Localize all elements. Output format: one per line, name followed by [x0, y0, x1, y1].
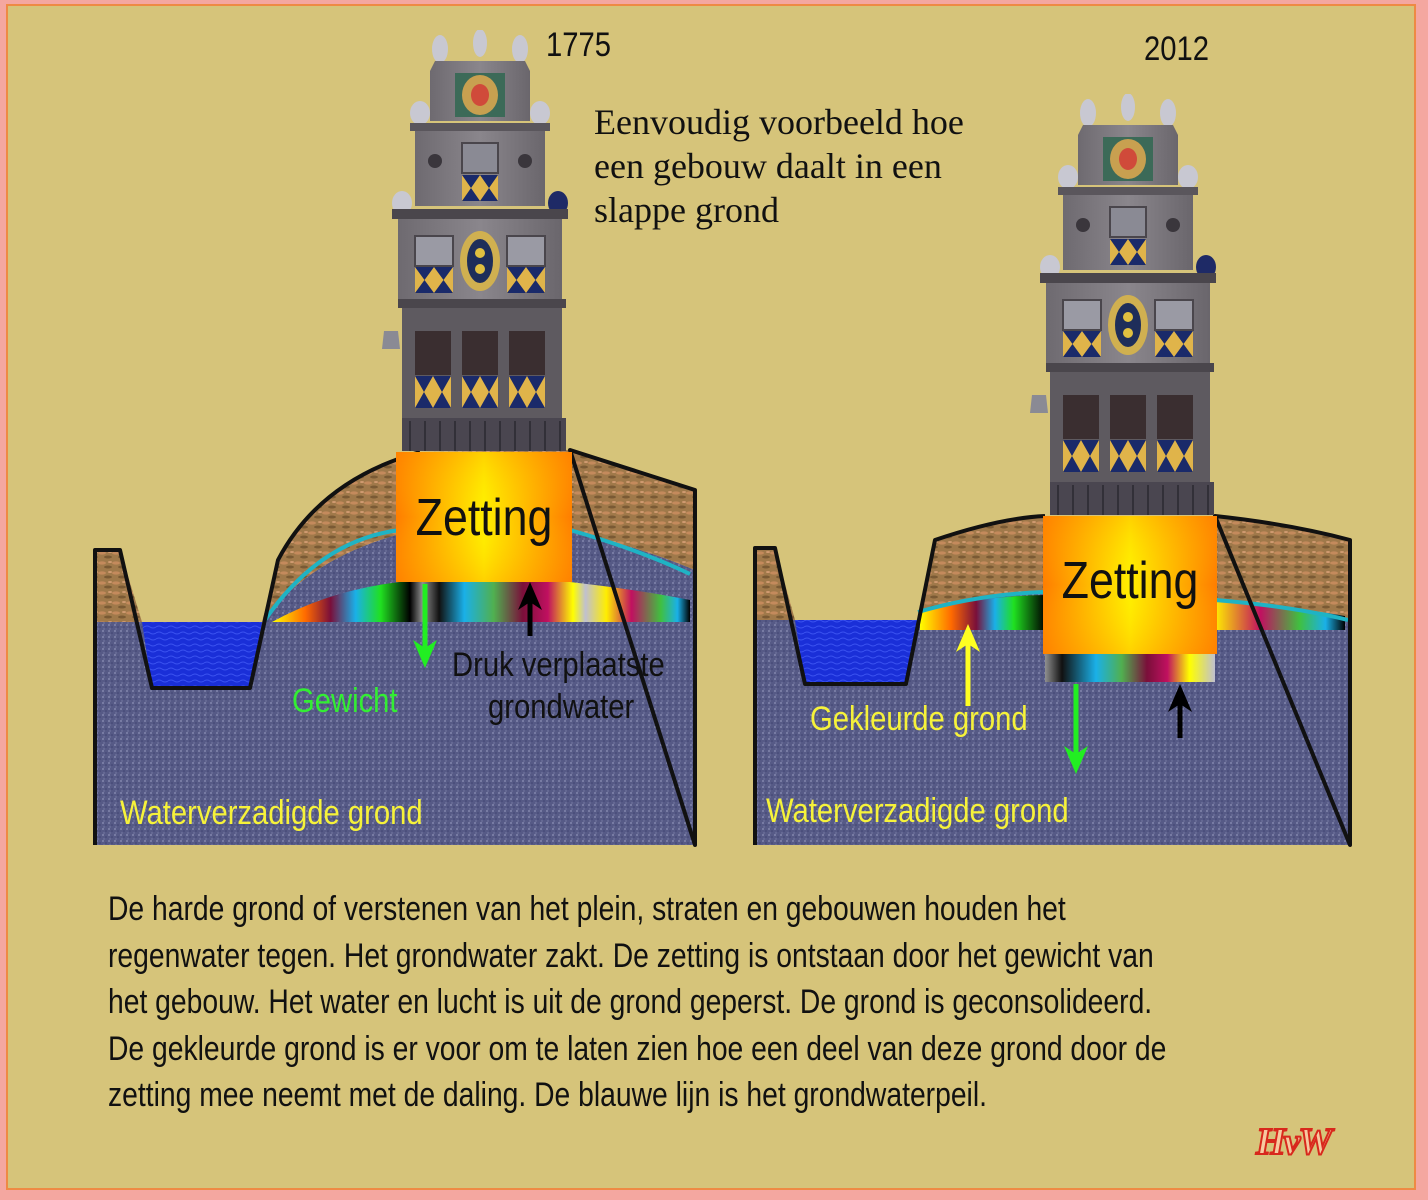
dry-soil-left-bank — [95, 550, 142, 622]
weight-label: Gewicht — [292, 681, 398, 720]
year-label-1775: 1775 — [546, 26, 612, 64]
diagram-subtitle: Eenvoudig voorbeeld hoe een gebouw daalt… — [594, 100, 1034, 232]
weight-arrow — [413, 584, 437, 668]
pressure-arrow — [518, 582, 542, 636]
saturated-soil-label: Waterverzadigde grond — [120, 793, 423, 832]
colored-soil-band-left — [920, 595, 1045, 630]
colored-soil-band-right — [1215, 600, 1345, 630]
caption-line: De gekleurde grond is er voor om te late… — [108, 1029, 1167, 1068]
panel-outline — [93, 448, 697, 847]
building-facade — [380, 30, 570, 452]
groundwater-line — [917, 590, 1349, 622]
saturated-soil-label: Waterverzadigde grond — [766, 791, 1069, 830]
caption-line: het gebouw. Het water en lucht is uit de… — [108, 983, 1153, 1021]
subtitle-line: Eenvoudig voorbeeld hoe — [594, 102, 964, 142]
explanation-caption: De harde grond of verstenen van het plei… — [108, 886, 1339, 1119]
colored-soil-label: Gekleurde grond — [810, 699, 1028, 738]
colored-soil-arrow — [956, 624, 980, 706]
weight-arrow — [1064, 684, 1088, 774]
author-signature: HvW — [1255, 1120, 1333, 1164]
canal-water — [142, 622, 262, 688]
pressure-arrow — [1168, 684, 1192, 738]
colored-soil-under-building — [1045, 654, 1215, 682]
canal-water — [795, 620, 918, 684]
pressure-label-line1: Druk verplaatste — [452, 645, 665, 684]
subtitle-line: een gebouw daalt in een — [594, 146, 942, 186]
caption-line: De harde grond of verstenen van het plei… — [108, 890, 1066, 928]
pressure-label-line2: grondwater — [488, 687, 635, 726]
panel-2012: Zetting Gekleurde grond Waterverzadigde … — [753, 94, 1352, 847]
zetting-label: Zetting — [1062, 552, 1199, 610]
panel-1775: Zetting Gewicht Druk verplaatste grondwa… — [93, 30, 697, 847]
panel-outline — [753, 514, 1352, 847]
zetting-label: Zetting — [416, 489, 553, 547]
subtitle-line: slappe grond — [594, 190, 779, 230]
building-facade — [1028, 94, 1218, 516]
colored-soil-band — [272, 582, 690, 622]
dry-soil-mound — [262, 450, 695, 622]
year-label-2012: 2012 — [1144, 30, 1210, 68]
caption-line: regenwater tegen. Het grondwater zakt. D… — [108, 936, 1154, 975]
caption-line: zetting mee neemt met de daling. De blau… — [108, 1076, 987, 1114]
